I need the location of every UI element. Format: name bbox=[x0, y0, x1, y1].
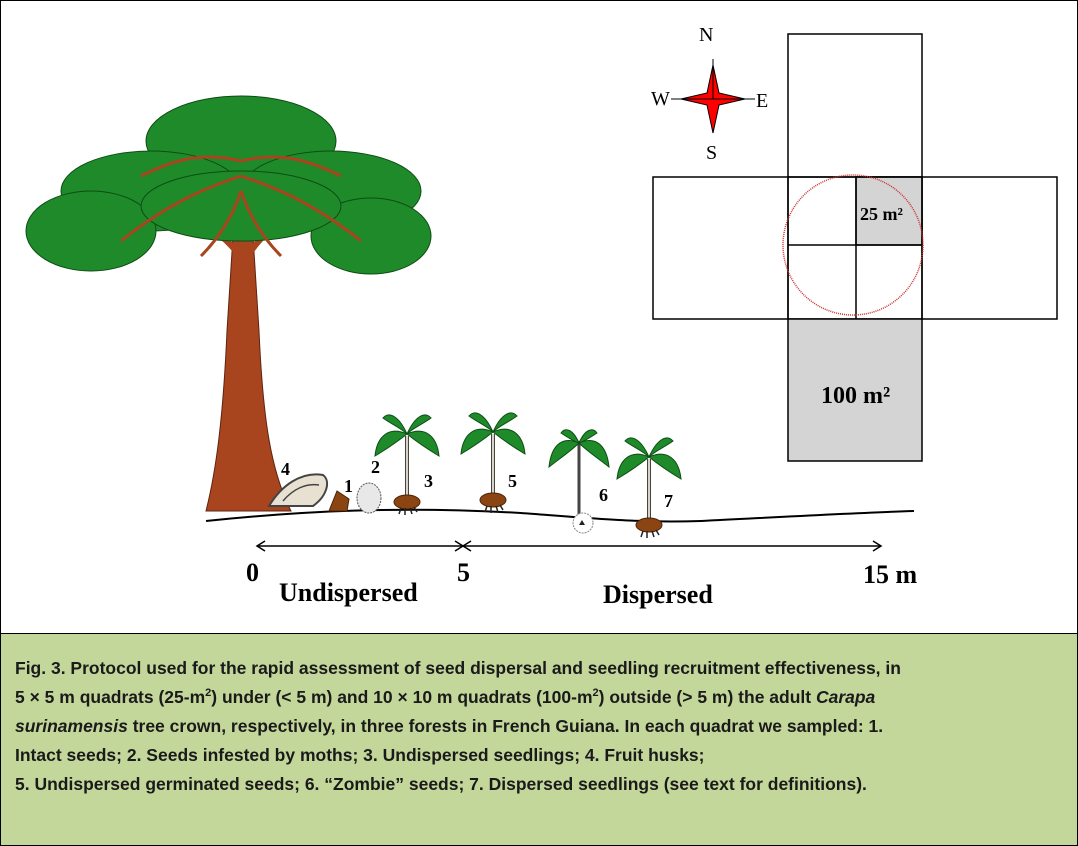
caption-line-3: surinamensis tree crown, respectively, i… bbox=[15, 716, 884, 736]
sampled-100m-quadrat bbox=[787, 318, 923, 462]
caption-line-1: Fig. 3. Protocol used for the rapid asse… bbox=[15, 658, 901, 678]
seed-label-5: 5 bbox=[508, 471, 517, 491]
zone-undispersed-label: Undispersed bbox=[279, 578, 418, 607]
distance-axis bbox=[255, 540, 883, 552]
protocol-diagram: 4 1 2 3 5 6 7 0 5 15 m Undispersed Dispe… bbox=[25, 24, 1058, 609]
axis-tick-15: 15 m bbox=[863, 560, 918, 589]
zombie-seed bbox=[548, 429, 610, 534]
moth-infested-seed bbox=[356, 482, 382, 514]
seed-label-6: 6 bbox=[599, 485, 608, 505]
crown-circle bbox=[782, 174, 924, 316]
species-epithet: surinamensis bbox=[15, 716, 128, 736]
dispersed-seedling bbox=[615, 435, 683, 540]
seed-label-2: 2 bbox=[371, 457, 380, 477]
ground-line bbox=[205, 508, 915, 523]
caption-line-4: Intact seeds; 2. Seeds infested by moths… bbox=[15, 745, 705, 765]
caption-line-2: 5 × 5 m quadrats (25-m2) under (< 5 m) a… bbox=[15, 687, 876, 707]
compass-e: E bbox=[756, 90, 768, 112]
quadrat-layout bbox=[652, 33, 1058, 462]
seed-label-3: 3 bbox=[424, 471, 433, 491]
compass-w: W bbox=[651, 88, 670, 110]
compass-n: N bbox=[699, 24, 713, 46]
seed-label-1: 1 bbox=[344, 476, 353, 496]
compass-icon bbox=[671, 59, 755, 134]
quadrat-25-label: 25 m² bbox=[860, 204, 903, 224]
zone-dispersed-label: Dispersed bbox=[603, 580, 713, 609]
fruit-husk bbox=[267, 473, 329, 507]
undispersed-germinated-seed bbox=[459, 410, 527, 515]
seed-label-4: 4 bbox=[281, 459, 290, 479]
species-genus: Carapa bbox=[815, 687, 876, 707]
seed-label-7: 7 bbox=[664, 491, 673, 511]
axis-tick-0: 0 bbox=[246, 558, 259, 587]
caption-line-5: 5. Undispersed germinated seeds; 6. “Zom… bbox=[15, 774, 867, 794]
carapa-tree bbox=[25, 95, 432, 512]
axis-tick-5: 5 bbox=[457, 558, 470, 587]
figure-caption: Fig. 3. Protocol used for the rapid asse… bbox=[1, 633, 1077, 845]
intact-seed bbox=[328, 490, 350, 512]
compass-s: S bbox=[706, 142, 717, 164]
undispersed-seedling bbox=[373, 412, 441, 517]
quadrat-100-label: 100 m² bbox=[821, 383, 890, 409]
